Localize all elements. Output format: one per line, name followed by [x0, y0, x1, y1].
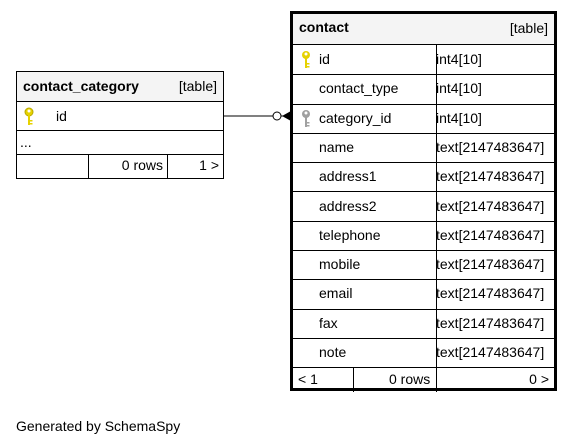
table-name: contact: [299, 19, 349, 35]
column-row-id: id int4[10]: [293, 45, 554, 76]
zero-cardinality-circle: [272, 111, 282, 121]
column-name: telephone: [319, 226, 381, 243]
column-type: text[2147483647]: [436, 197, 545, 214]
primary-key-icon: [302, 51, 310, 68]
column-type: text[2147483647]: [436, 138, 545, 155]
column-row-category-id: category_id int4[10]: [293, 104, 554, 134]
column-name: address1: [319, 168, 377, 185]
column-name: fax: [319, 314, 338, 331]
more-columns-ellipsis: ...: [17, 131, 223, 155]
column-row-address2: address2 text[2147483647]: [293, 192, 554, 222]
footer-divider: [88, 155, 89, 178]
row-count: 0 rows: [121, 157, 163, 173]
column-name: note: [319, 344, 347, 360]
column-type: text[2147483647]: [436, 314, 545, 331]
table-contact-category: contact_category [table] id ... 0 rows 1…: [16, 71, 224, 179]
column-row-address1: address1 text[2147483647]: [293, 162, 554, 193]
column-row-mobile: mobile text[2147483647]: [293, 250, 554, 281]
column-name: email: [319, 285, 353, 302]
table-type-tag: [table]: [509, 20, 548, 36]
column-type: text[2147483647]: [436, 344, 545, 360]
footer-divider: [353, 368, 354, 392]
column-name: mobile: [319, 256, 361, 273]
primary-key-icon: [24, 107, 34, 125]
column-row-telephone: telephone text[2147483647]: [293, 221, 554, 252]
table-footer: < 1 0 rows 0 >: [293, 367, 554, 392]
table-name: contact_category: [23, 78, 139, 94]
column-row-id: id: [17, 102, 223, 131]
children-count: 1 >: [199, 157, 219, 173]
column-type: text[2147483647]: [436, 168, 545, 185]
column-type: int4[10]: [436, 51, 482, 67]
footer-divider: [436, 368, 437, 392]
column-type: text[2147483647]: [436, 226, 545, 243]
children-count: 0 >: [529, 371, 549, 387]
ellipsis-text: ...: [20, 134, 32, 150]
column-row-name: name text[2147483647]: [293, 133, 554, 164]
footer-divider: [167, 155, 168, 178]
parents-count: < 1: [298, 371, 318, 387]
table-type-tag: [table]: [178, 78, 217, 94]
column-row-fax: fax text[2147483647]: [293, 309, 554, 339]
column-name: id: [56, 108, 67, 124]
table-footer: 0 rows 1 >: [17, 155, 223, 178]
column-row-note: note text[2147483647]: [293, 338, 554, 367]
column-row-contact-type: contact_type int4[10]: [293, 74, 554, 105]
column-name: id: [319, 51, 330, 67]
column-type: int4[10]: [436, 109, 482, 126]
column-name: address2: [319, 197, 377, 214]
column-type: text[2147483647]: [436, 285, 545, 302]
column-type: text[2147483647]: [436, 256, 545, 273]
column-row-email: email text[2147483647]: [293, 279, 554, 310]
table-header: contact_category [table]: [17, 72, 223, 102]
column-name: name: [319, 138, 355, 155]
column-type: int4[10]: [436, 80, 482, 97]
generated-by-credit: Generated by SchemaSpy: [16, 418, 181, 434]
row-count: 0 rows: [389, 371, 431, 387]
column-name: category_id: [319, 109, 392, 126]
crowfoot-arrow: [282, 111, 291, 121]
column-divider: [436, 45, 437, 367]
table-header: contact [table]: [293, 14, 554, 45]
column-name: contact_type: [319, 80, 399, 97]
foreign-key-icon: [302, 109, 310, 127]
